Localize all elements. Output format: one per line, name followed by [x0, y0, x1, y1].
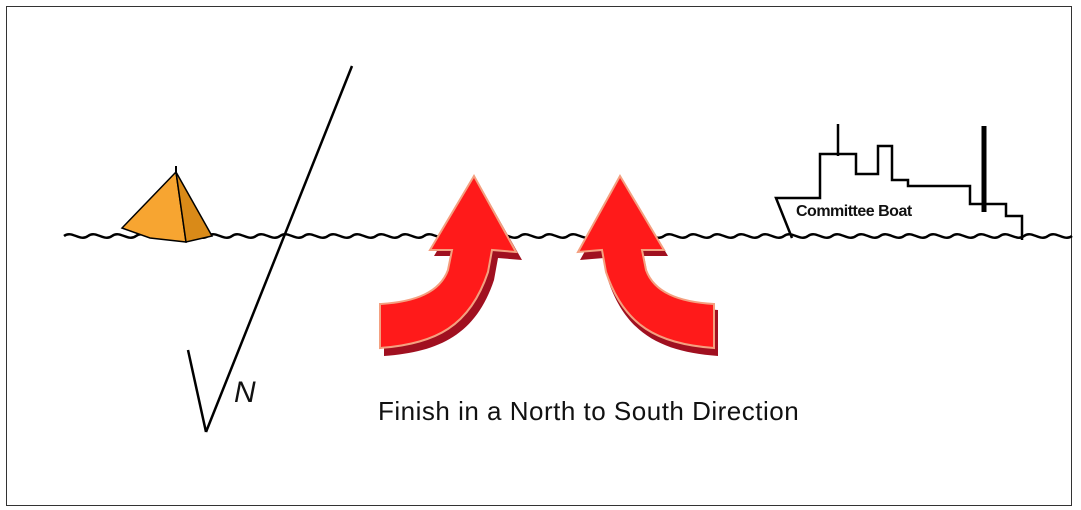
curved-arrow-icon-left [380, 176, 522, 356]
north-arrow-icon [188, 66, 352, 432]
committee-boat-label: Committee Boat [796, 203, 912, 221]
committee-boat-icon [776, 124, 1022, 240]
north-label: N [234, 376, 256, 410]
water-line [64, 234, 1072, 237]
curved-arrow-icon-right [578, 176, 718, 356]
buoy-icon [122, 166, 212, 242]
diagram-caption: Finish in a North to South Direction [378, 396, 799, 427]
